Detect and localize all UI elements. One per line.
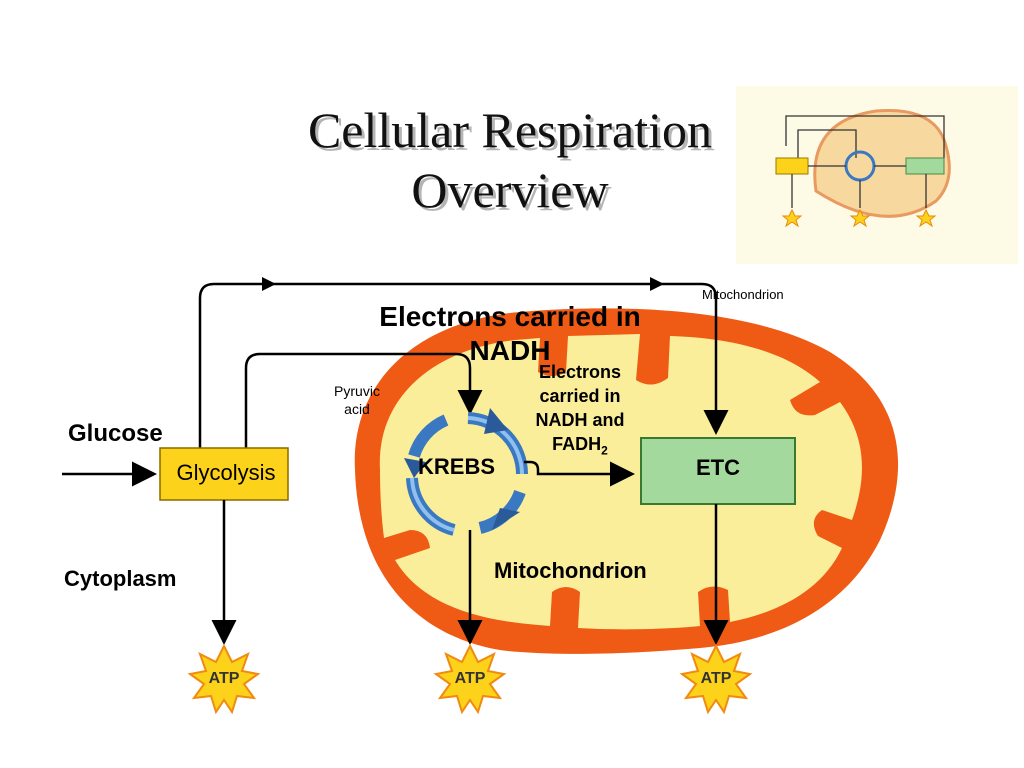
- etc-label: ETC: [696, 455, 740, 480]
- pyruvic-acid-line-2: acid: [344, 401, 370, 417]
- krebs-cycle-icon: [404, 408, 528, 536]
- atp-label-glycolysis: ATP: [208, 670, 240, 687]
- atp-star-krebs: [433, 643, 507, 715]
- atp-star-glycolysis: [187, 643, 261, 715]
- cytoplasm-label: Cytoplasm: [64, 566, 177, 591]
- electrons-fadh-label: Electrons carried in NADH and FADH2: [515, 360, 645, 463]
- atp-label-etc: ATP: [700, 670, 732, 687]
- mitochondrion-label: Mitochondrion: [494, 558, 647, 583]
- etc-box: [640, 437, 796, 505]
- electrons-nadh-label: Electrons carried in NADH: [340, 300, 680, 368]
- electrons-fadh-line-4: FADH2: [515, 432, 645, 463]
- overview-thumbnail: [736, 86, 1018, 264]
- pyruvate-path: [244, 352, 483, 450]
- atp-star-etc: [679, 643, 753, 715]
- title-line-1: Cellular Respiration: [307, 102, 713, 158]
- electrons-fadh-line-2: carried in: [539, 386, 621, 406]
- glycolysis-label: Glycolysis: [176, 460, 276, 485]
- mitochondrion-small-label: Mitochondrion: [702, 287, 784, 302]
- electrons-nadh-line-2: NADH: [469, 335, 551, 366]
- glucose-label: Glucose: [68, 420, 163, 447]
- glycolysis-box: [159, 447, 289, 501]
- pyruvic-acid-label: Pyruvic acid: [322, 382, 392, 418]
- thumbnail-diagram: [775, 108, 951, 228]
- electrons-fadh-line-3: NADH and: [535, 410, 625, 430]
- pyruvic-acid-line-1: Pyruvic: [334, 383, 380, 399]
- fadh-text: FADH: [552, 434, 602, 454]
- electrons-fadh-line-1: Electrons: [538, 362, 622, 382]
- krebs-label: KREBS: [418, 454, 496, 479]
- atp-label-krebs: ATP: [454, 670, 486, 687]
- fadh-subscript: 2: [601, 443, 608, 458]
- electrons-nadh-line-1: Electrons carried in: [379, 301, 641, 332]
- slide-title: Cellular Respiration Overview: [190, 100, 830, 220]
- krebs-to-etc-arrow: [524, 460, 635, 487]
- electron-path-top: [198, 282, 729, 450]
- title-line-2: Overview: [411, 162, 609, 218]
